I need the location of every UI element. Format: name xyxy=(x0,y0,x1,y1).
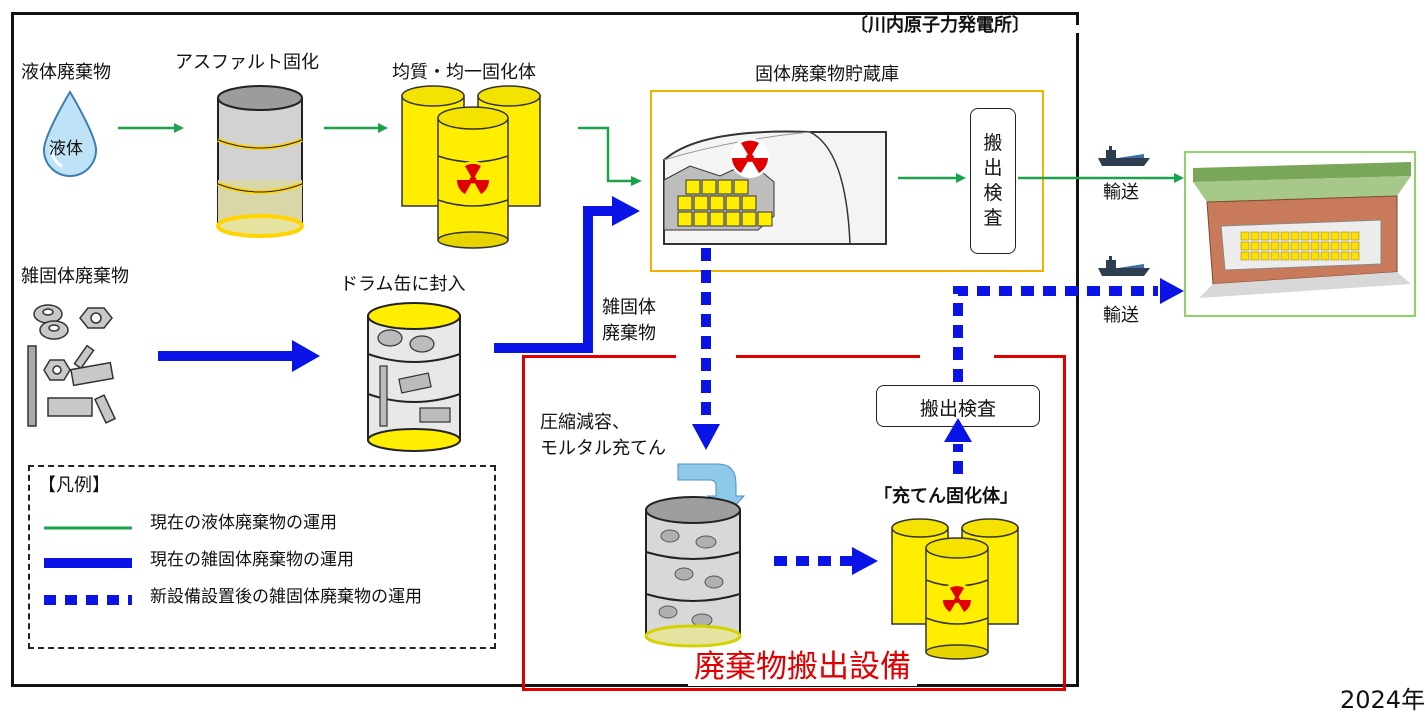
facility-name: 廃棄物搬出設備 xyxy=(688,649,917,687)
storage-building-icon xyxy=(663,130,887,245)
filled-solid-label: 「充てん固化体」 xyxy=(874,486,1018,507)
storage-frame xyxy=(650,90,1044,272)
legend-item-1: 現在の液体廃棄物の運用 xyxy=(150,513,337,533)
liquid-drop-label: 液体 xyxy=(49,139,83,159)
legend-line-dotted xyxy=(44,595,132,605)
radiation-icon xyxy=(454,161,492,199)
yellow-drums-icon xyxy=(891,518,1019,660)
transport-bottom-label: 輸送 xyxy=(1103,305,1139,326)
ship-icon xyxy=(1098,146,1150,166)
legend-item-3: 新設備設置後の雑固体廃棄物の運用 xyxy=(150,587,422,607)
flow-arrows xyxy=(118,123,1184,575)
legend-item-2: 現在の雑固体廃棄物の運用 xyxy=(150,550,354,570)
legend: 【凡例】 現在の液体廃棄物の運用 現在の雑固体廃棄物の運用 新設備設置後の雑固体… xyxy=(28,465,496,649)
ship-icon xyxy=(1098,256,1150,276)
inspection-label: 搬出検査 xyxy=(919,398,996,420)
drum-sealing-label: ドラム缶に封入 xyxy=(340,274,466,295)
misc-waste-arrow-label: 雑固体 廃棄物 xyxy=(602,297,656,344)
frame-gap-left xyxy=(676,352,736,360)
plant-frame xyxy=(11,12,1079,687)
disposal-site-icon xyxy=(1184,151,1416,317)
legend-line-green xyxy=(44,526,132,530)
homogeneous-label: 均質・均一固化体 xyxy=(392,62,536,83)
storage-label: 固体廃棄物貯蔵庫 xyxy=(755,64,899,85)
facility-frame xyxy=(522,355,1066,691)
compress-drum-icon xyxy=(644,463,746,648)
asphalt-drum-icon xyxy=(216,85,304,238)
plant-name: 〔川内原子力発電所〕 xyxy=(846,15,1034,37)
blue-arrow-2 xyxy=(494,206,614,353)
liquid-waste-label: 液体廃棄物 xyxy=(21,62,111,83)
dotted-arrow-transport xyxy=(953,286,1158,382)
compress-label: 圧縮減容、 モルタル充てん xyxy=(540,412,666,459)
inspection-vertical-label: 搬 出 検 査 xyxy=(983,132,1003,229)
yellow-drums-icon xyxy=(401,85,541,249)
misc-waste-label: 雑固体廃棄物 xyxy=(21,266,129,287)
water-drop-icon xyxy=(42,90,98,177)
sealed-drum-icon xyxy=(367,302,461,452)
radiation-icon xyxy=(940,583,974,617)
transport-top-label: 輸送 xyxy=(1103,182,1139,203)
scrap-parts-icon xyxy=(27,304,117,427)
legend-title: 【凡例】 xyxy=(38,475,110,496)
asphalt-label: アスファルト固化 xyxy=(175,52,319,73)
frame-gap xyxy=(1068,25,1082,33)
green-arrow-3 xyxy=(578,126,632,183)
legend-line-blue xyxy=(44,558,132,568)
inspection-box-vertical: 搬 出 検 査 xyxy=(970,108,1016,254)
year-text: 2024年 xyxy=(1340,686,1425,714)
